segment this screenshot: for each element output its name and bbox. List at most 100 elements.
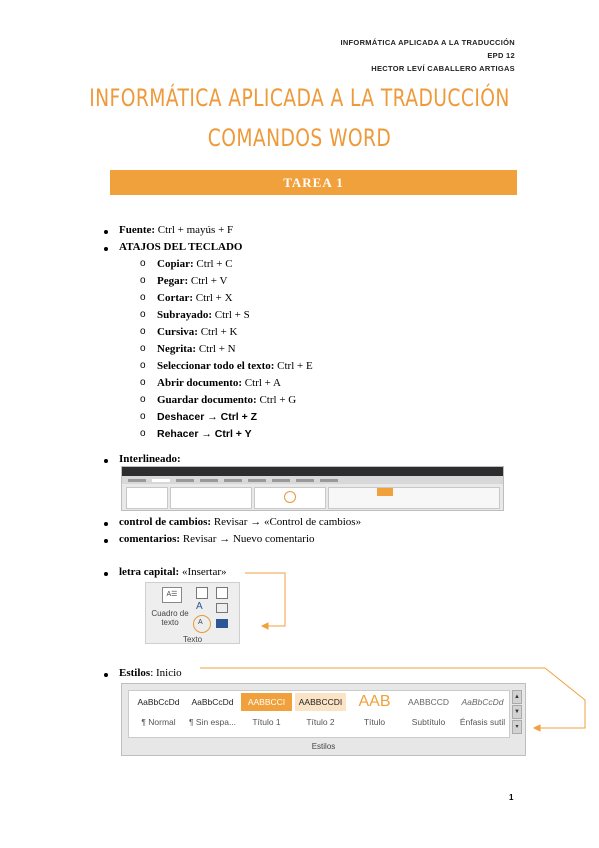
style-sample: AABBCCI bbox=[241, 693, 292, 711]
drop-cap-icon: A bbox=[198, 619, 203, 626]
style-name: ¶ Sin espa... bbox=[188, 717, 237, 727]
running-header: INFORMÁTICA APLICADA A LA TRADUCCIÓN EPD… bbox=[340, 36, 515, 75]
style-titulo-2: AABBCCDI Título 2 bbox=[295, 693, 346, 733]
style-sample: AAB bbox=[358, 693, 391, 710]
item-value: «Control de cambios» bbox=[263, 516, 362, 528]
shortcut-label: Rehacer bbox=[157, 428, 199, 440]
item-value: Revisar bbox=[211, 516, 251, 528]
shortcut-guardar: Guardar documento: Ctrl + G bbox=[140, 394, 297, 406]
shortcut-label: Guardar documento: bbox=[157, 394, 257, 406]
style-titulo-1: AABBCCI Título 1 bbox=[241, 693, 292, 733]
shortcut-value: Ctrl + Z bbox=[220, 411, 258, 423]
shortcut-value: Ctrl + X bbox=[193, 292, 233, 304]
more-styles-icon: ▾ bbox=[512, 720, 522, 734]
arrow-icon: → bbox=[198, 428, 215, 440]
shortcut-value: Ctrl + C bbox=[193, 258, 233, 270]
style-sample: AaBbCcDd bbox=[191, 697, 234, 707]
list-item-control-cambios: control de cambios: Revisar → «Control d… bbox=[103, 516, 362, 528]
signature-icon bbox=[216, 587, 228, 599]
ribbon-tabs bbox=[122, 476, 503, 484]
ribbon-font-group bbox=[170, 487, 252, 509]
shortcut-value: Ctrl + G bbox=[256, 394, 297, 406]
shortcut-abrir: Abrir documento: Ctrl + A bbox=[140, 377, 281, 389]
item-label: Estilos bbox=[119, 667, 151, 679]
arrow-icon: → bbox=[204, 411, 221, 423]
shortcut-label: Deshacer bbox=[157, 411, 205, 423]
drop-cap-highlight-icon bbox=[193, 615, 211, 633]
scroll-down-icon: ▼ bbox=[512, 705, 522, 719]
item-label: letra capital: bbox=[119, 566, 180, 578]
line-spacing-highlight-icon bbox=[284, 491, 296, 503]
ribbon-titlebar bbox=[122, 467, 503, 476]
style-sample: AABBCCD bbox=[407, 697, 450, 707]
styles-scrollbar: ▲ ▼ ▾ bbox=[512, 690, 522, 736]
shortcut-value: Ctrl + S bbox=[212, 309, 250, 321]
list-item-interlineado: Interlineado: bbox=[104, 453, 181, 465]
text-group-label: Texto bbox=[182, 635, 203, 644]
item-label: Interlineado: bbox=[119, 453, 181, 465]
list-item-comentarios: comentarios: Revisar → Nuevo comentario bbox=[104, 533, 315, 545]
shortcut-value: Ctrl + K bbox=[197, 326, 238, 338]
shortcut-subrayado: Subrayado: Ctrl + S bbox=[140, 309, 250, 321]
estilos-arrowhead-icon bbox=[532, 724, 541, 732]
style-subtitulo: AABBCCD Subtítulo bbox=[403, 693, 454, 733]
arrow-icon: → bbox=[219, 533, 233, 545]
object-icon bbox=[216, 619, 228, 628]
ribbon-screenshot bbox=[121, 466, 504, 511]
style-name: Título 2 bbox=[306, 717, 335, 727]
date-icon bbox=[216, 603, 228, 613]
arrow-icon: → bbox=[250, 516, 264, 528]
style-name: Énfasis sutil bbox=[459, 717, 506, 727]
styles-gallery: AaBbCcDd¶ Normal AaBbCcDd ¶ Sin espa... A… bbox=[128, 690, 510, 738]
shortcut-value: Ctrl + N bbox=[196, 343, 236, 355]
shortcut-value: Ctrl + E bbox=[274, 360, 313, 372]
style-name: Subtítulo bbox=[411, 717, 446, 727]
item-value: Nuevo comentario bbox=[232, 533, 315, 545]
shortcut-label: Cursiva: bbox=[157, 326, 198, 338]
document-subtitle: COMANDOS WORD bbox=[207, 124, 392, 152]
scroll-up-icon: ▲ bbox=[512, 690, 522, 704]
item-label: comentarios: bbox=[119, 533, 181, 545]
shortcut-value: Ctrl + A bbox=[242, 377, 281, 389]
document-title: INFORMÁTICA APLICADA A LA TRADUCCIÓN bbox=[89, 84, 510, 112]
estilos-connector bbox=[200, 667, 586, 729]
insert-text-panel: A☰ Cuadro de texto A A Texto bbox=[145, 582, 240, 644]
shortcut-copiar: Copiar: Ctrl + C bbox=[140, 258, 233, 270]
header-epd: EPD 12 bbox=[487, 51, 515, 60]
item-value: Ctrl + mayús + F bbox=[155, 224, 234, 236]
shortcut-label: Subrayado: bbox=[157, 309, 213, 321]
style-sin-espaciado: AaBbCcDd ¶ Sin espa... bbox=[187, 693, 238, 733]
styles-group-label: Estilos bbox=[311, 742, 336, 751]
shortcut-value: Ctrl + V bbox=[188, 275, 228, 287]
style-name: ¶ Normal bbox=[141, 717, 176, 727]
shortcut-negrita: Negrita: Ctrl + N bbox=[140, 343, 236, 355]
shortcut-deshacer: Deshacer → Ctrl + Z bbox=[140, 411, 258, 423]
item-label: ATAJOS DEL TECLADO bbox=[119, 241, 243, 253]
list-item-letra-capital: letra capital: «Insertar» bbox=[104, 566, 227, 578]
shortcut-label: Copiar: bbox=[157, 258, 194, 270]
header-author: HECTOR LEVÍ CABALLERO ARTIGAS bbox=[371, 64, 515, 73]
page-number: 1 bbox=[509, 793, 514, 802]
shortcut-rehacer: Rehacer → Ctrl + Y bbox=[140, 428, 252, 440]
shortcut-cortar: Cortar: Ctrl + X bbox=[140, 292, 233, 304]
shortcut-label: Cortar: bbox=[157, 292, 194, 304]
item-value: «Insertar» bbox=[179, 566, 227, 578]
item-label: control de cambios: bbox=[119, 516, 212, 528]
ribbon-style-swatch bbox=[377, 488, 393, 496]
shortcut-cursiva: Cursiva: Ctrl + K bbox=[140, 326, 238, 338]
style-name: Título 1 bbox=[252, 717, 281, 727]
shortcut-label: Seleccionar todo el texto: bbox=[157, 360, 275, 372]
letra-capital-connector bbox=[245, 572, 286, 627]
quick-parts-icon bbox=[196, 587, 208, 599]
letra-capital-arrowhead-icon bbox=[260, 622, 269, 630]
style-normal: AaBbCcDd¶ Normal bbox=[133, 693, 184, 733]
shortcut-pegar: Pegar: Ctrl + V bbox=[140, 275, 228, 287]
ribbon-styles-group bbox=[328, 487, 500, 509]
style-sample: AABBCCDI bbox=[295, 693, 346, 711]
textbox-label: Cuadro de texto bbox=[151, 609, 189, 627]
textbox-icon: A☰ bbox=[162, 587, 182, 603]
ribbon-clipboard-group bbox=[126, 487, 168, 509]
task-banner: TAREA 1 bbox=[110, 170, 517, 195]
